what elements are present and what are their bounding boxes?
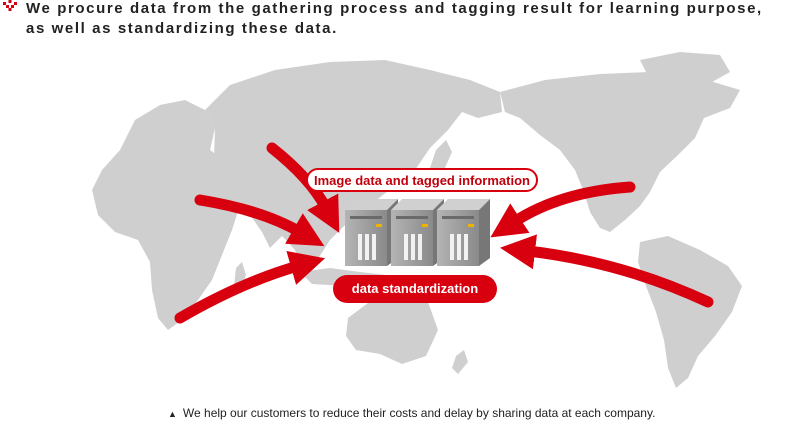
server-rack-3 [437,199,490,266]
headline-line-2: as well as standardizing these data. [26,20,338,37]
triangle-up-icon: ▲ [168,409,177,419]
world-map-diagram: Image data and tagged information data s… [0,45,802,400]
arrow-from-africa [174,251,326,324]
caption-text: We help our customers to reduce their co… [182,406,656,420]
headline: We procure data from the gathering proce… [0,0,802,40]
server-rack-1 [345,199,398,266]
arrow-from-north-america [490,181,636,238]
landmass-new-zealand [452,350,468,374]
label-image-data: Image data and tagged information [306,168,538,192]
landmass-greenland [640,52,730,88]
caption: ▲ We help our customers to reduce their c… [168,406,655,420]
red-chevron-bullet-icon [3,0,17,11]
headline-line-1: We procure data from the gathering proce… [26,0,763,17]
world-map [92,52,742,388]
arrow-from-europe [194,194,325,247]
landmass-europe-africa [92,100,245,330]
label-data-standardization: data standardization [333,275,497,303]
arrow-from-north-asia [266,142,340,233]
server-rack-2 [391,199,444,266]
landmass-south-america [638,236,742,388]
landmass-north-america [500,72,740,232]
arrow-from-south-america [500,234,714,308]
landmass-australia [346,292,438,364]
